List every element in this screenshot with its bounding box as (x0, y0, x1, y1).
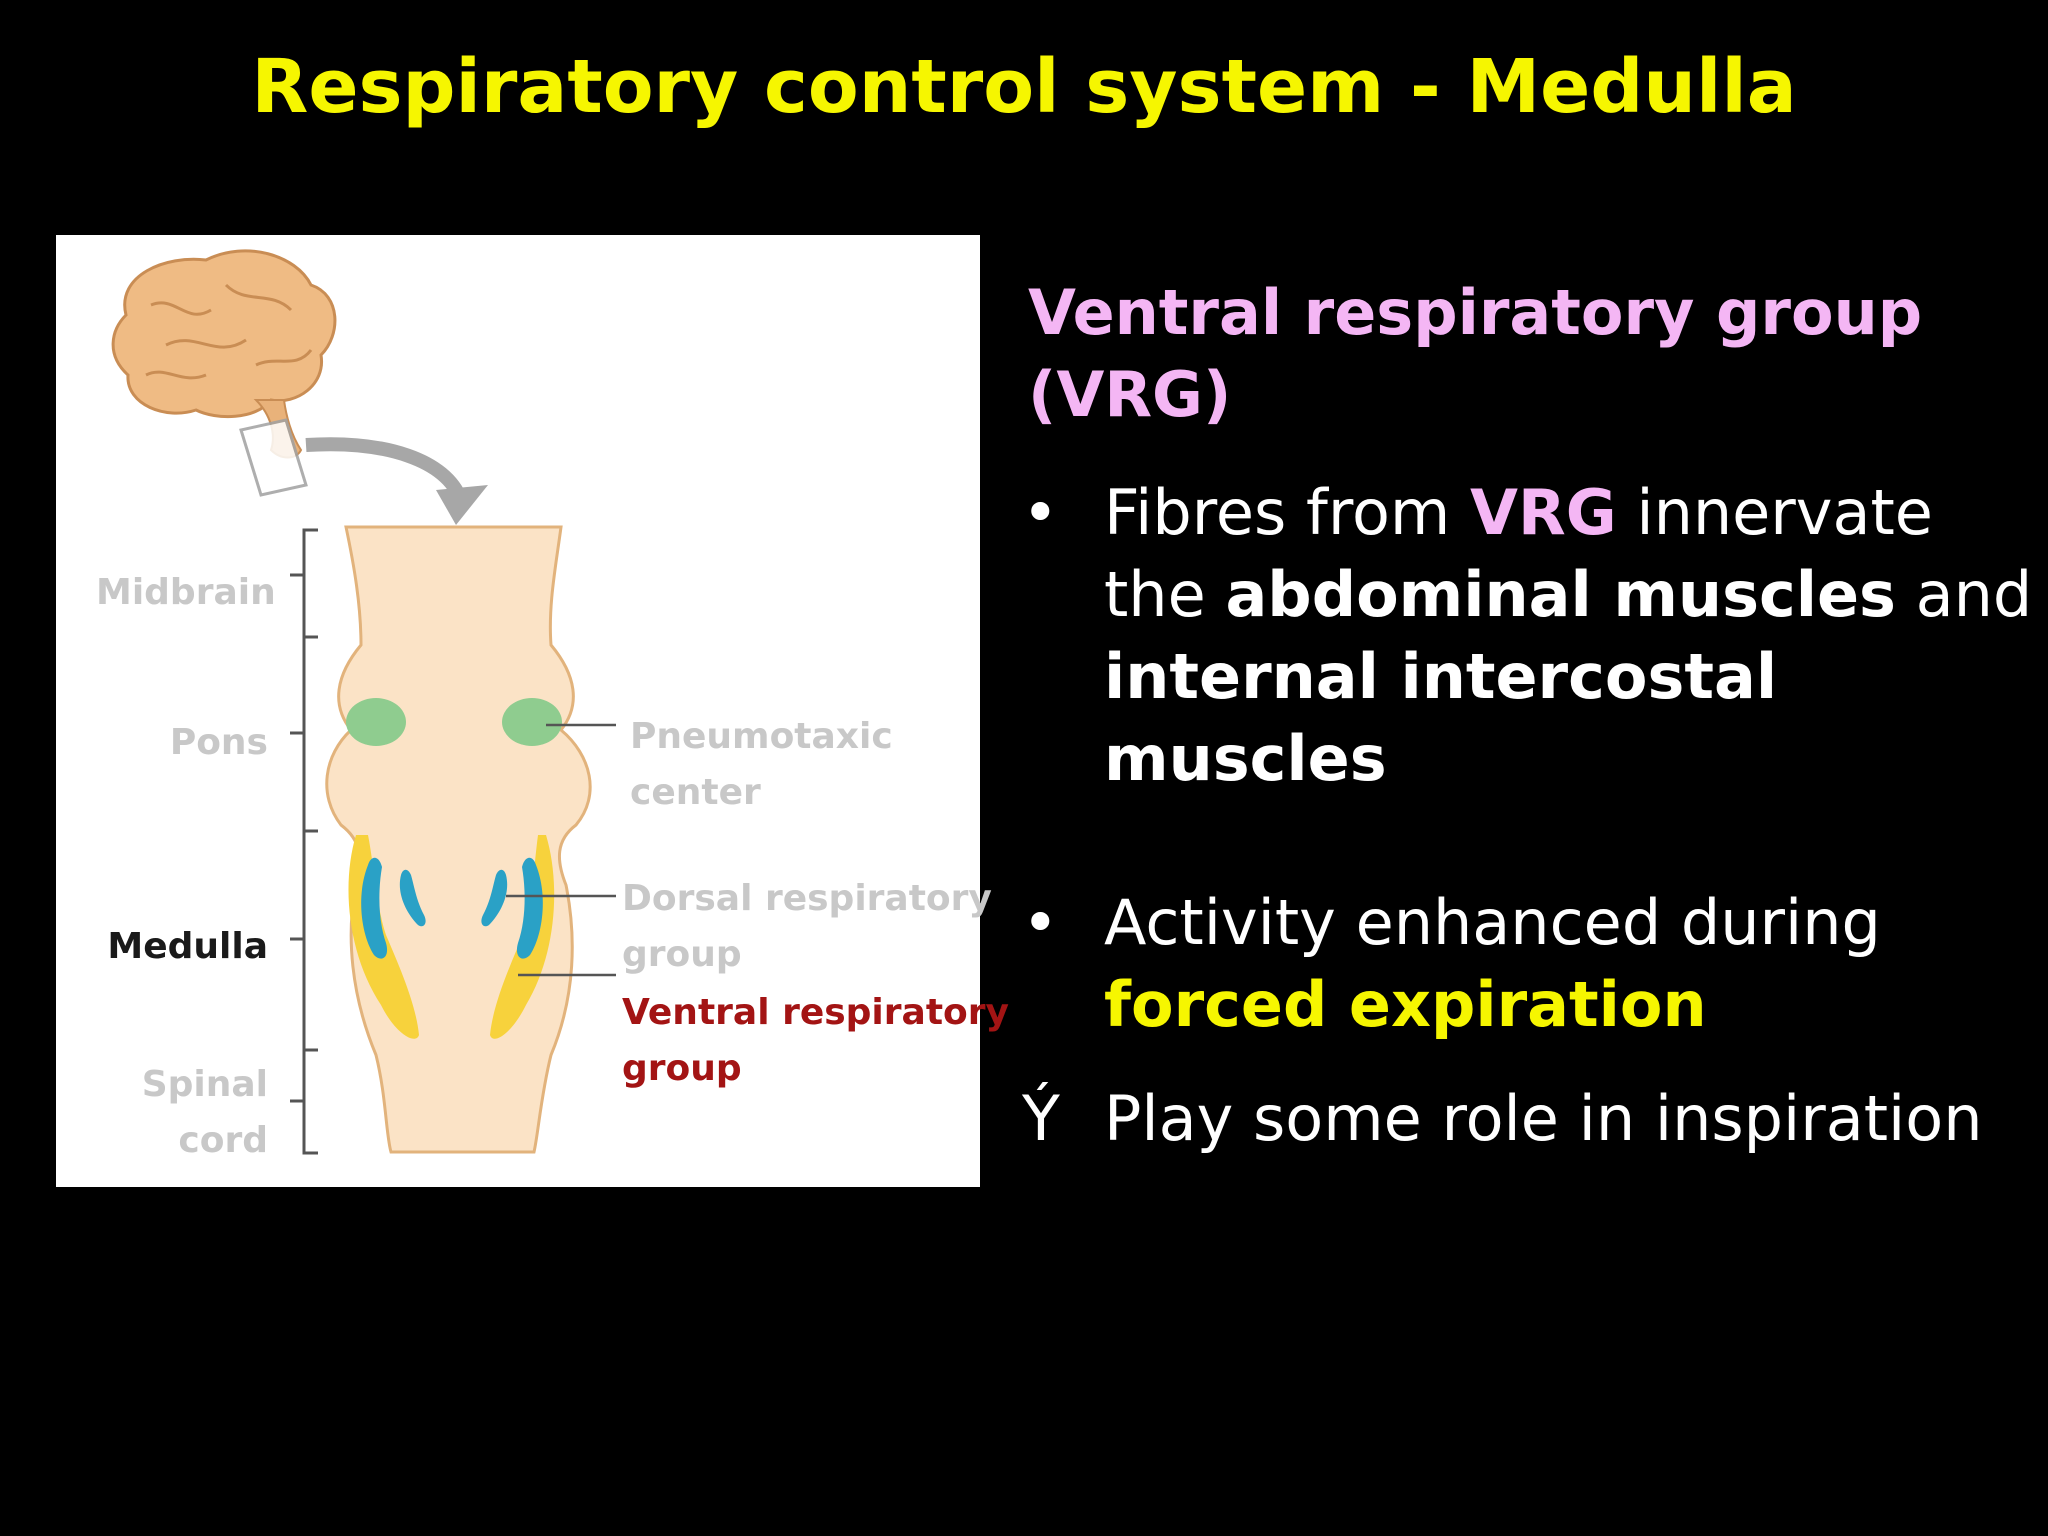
brainstem-illustration (111, 249, 616, 1155)
vrg-emphasis: VRG (1470, 476, 1617, 549)
brain-icon (111, 249, 337, 497)
text-fragment: Play some role in inspiration (1104, 1082, 1983, 1155)
heading-line1: Ventral respiratory group (1028, 276, 1923, 349)
bullet-forced-expiration: • Activity enhanced during forced expira… (1022, 882, 2032, 1052)
forced-expiration-emphasis: forced expiration (1104, 968, 1707, 1041)
abdominal-muscles-emphasis: abdominal muscles (1225, 558, 1896, 631)
heading-line2: (VRG) (1028, 358, 1232, 431)
bullet-text: Activity enhanced during forced expirati… (1104, 882, 2034, 1046)
dorsal-group-right-1 (516, 857, 543, 959)
label-midbrain: Midbrain (96, 572, 276, 613)
label-ventral-line2: group (622, 1048, 742, 1089)
pneumotaxic-center-right (502, 698, 562, 746)
dorsal-group-left-1 (361, 857, 388, 959)
dorsal-group-left-2 (399, 869, 426, 927)
leader-lines (506, 723, 616, 977)
slide-title: Respiratory control system - Medulla (251, 44, 1797, 130)
label-pons: Pons (169, 722, 268, 763)
section-heading: Ventral respiratory group (VRG) (1028, 272, 2018, 436)
brainstem-diagram: Midbrain Pons Medulla Spinal cord Pneumo… (56, 235, 1009, 1187)
bullet-innervation: • Fibres from VRG innervate the abdomina… (1022, 472, 2032, 812)
text-fragment: Fibres from (1104, 476, 1471, 549)
region-brackets (290, 528, 318, 1155)
bullet-text: Play some role in inspiration (1104, 1078, 2034, 1160)
bullet-marker: Ý (1022, 1082, 1060, 1155)
intercostal-muscles-emphasis: internal intercostal muscles (1104, 640, 1778, 795)
text-fragment: innervate the (1104, 476, 1933, 631)
label-dorsal-line2: group (622, 934, 742, 975)
label-spinal-cord-line2: cord (178, 1120, 268, 1161)
bullet-marker: • (1022, 886, 1059, 959)
zoom-arrow (305, 437, 488, 525)
bullet-inspiration: Ý Play some role in inspiration (1022, 1078, 2032, 1168)
dorsal-group-right-2 (481, 869, 508, 927)
label-pneumotaxic-line2: center (630, 772, 761, 813)
text-fragment: and (1895, 558, 2033, 631)
label-medulla: Medulla (107, 926, 268, 967)
label-dorsal-line1: Dorsal respiratory (622, 878, 992, 919)
label-ventral-line1: Ventral respiratory (622, 992, 1009, 1033)
label-pneumotaxic-line1: Pneumotaxic (630, 716, 893, 757)
pneumotaxic-center-left (346, 698, 406, 746)
label-spinal-cord-line1: Spinal (141, 1064, 268, 1105)
bullet-marker: • (1022, 476, 1059, 549)
text-fragment: Activity enhanced during (1104, 886, 1881, 959)
bullet-text: Fibres from VRG innervate the abdominal … (1104, 472, 2034, 800)
